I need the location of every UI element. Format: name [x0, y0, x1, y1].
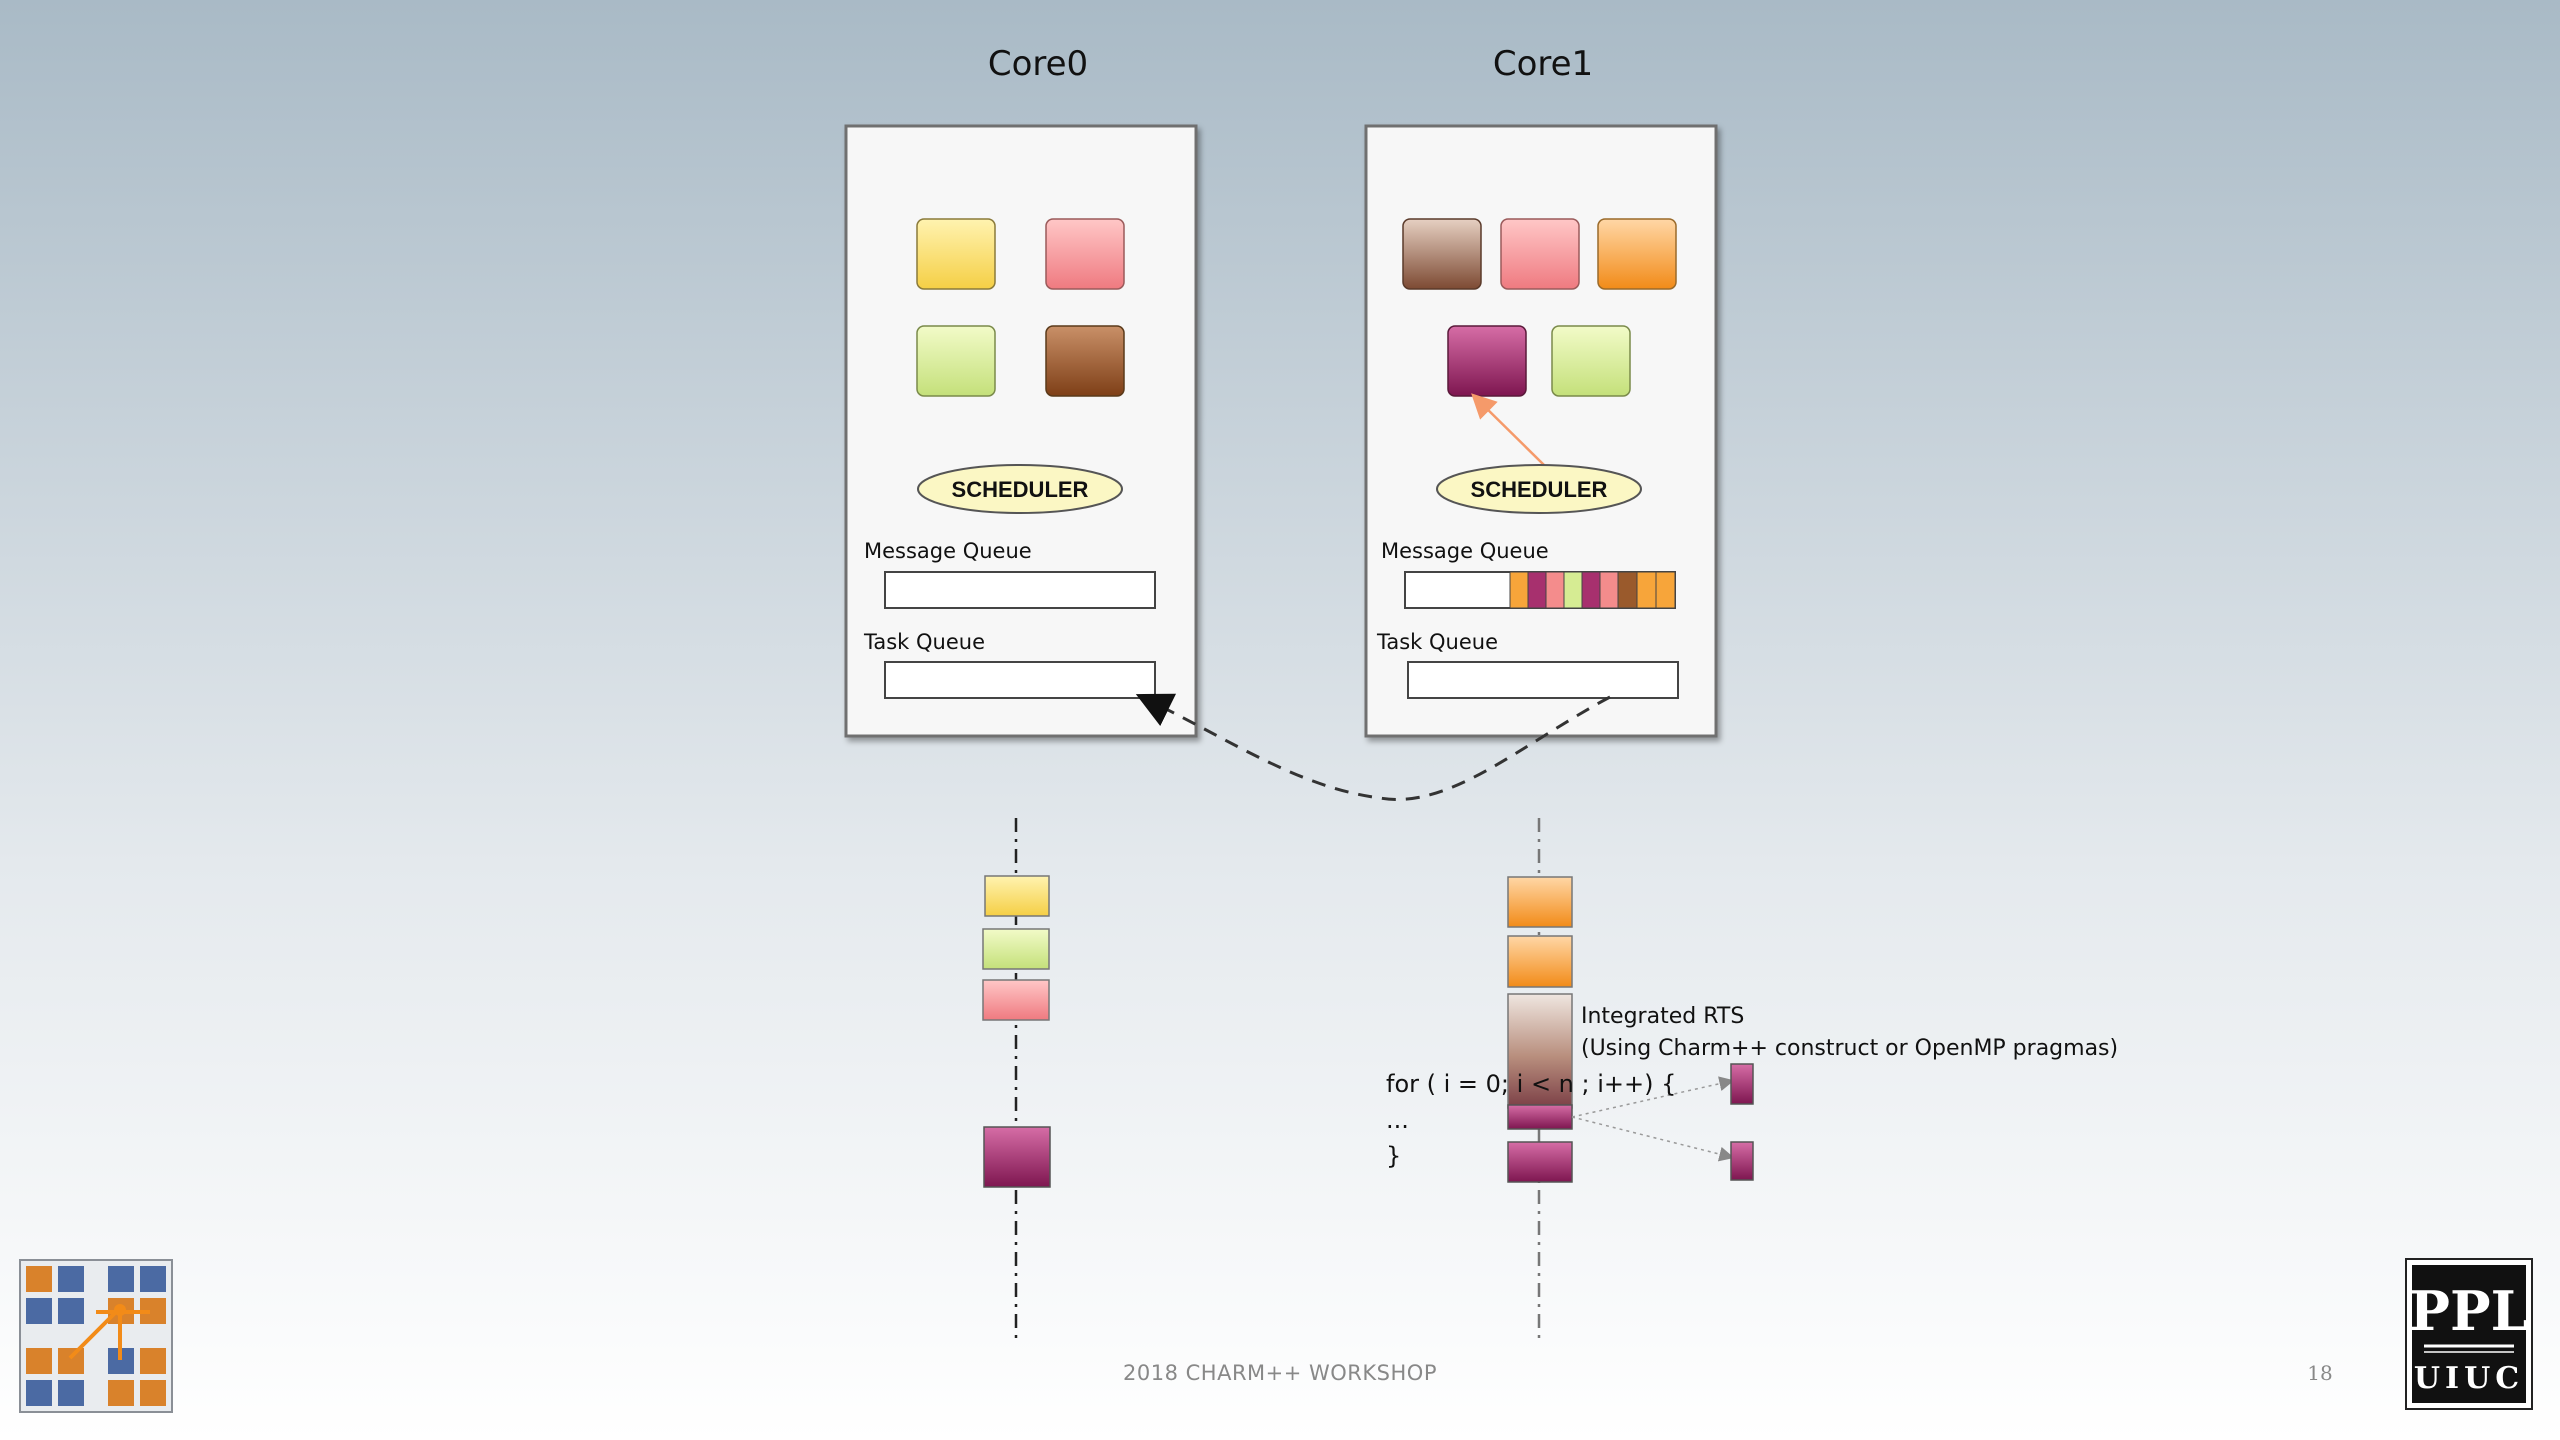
chare-pink	[1045, 218, 1125, 290]
scheduler-ellipse	[1436, 464, 1642, 514]
task-steal-arrow	[1135, 693, 1611, 801]
timeline-task-brown	[1507, 993, 1573, 1109]
charm-logo	[19, 1259, 173, 1413]
message-queue	[884, 571, 1156, 609]
ppl-logo-body	[2412, 1265, 2526, 1403]
scheduler-label: SCHEDULER	[952, 477, 1089, 502]
logo-cell	[108, 1380, 134, 1406]
subtask-magenta	[1730, 1063, 1754, 1105]
core1-panel: SCHEDULER Message Queue Task Queue	[1364, 124, 1718, 738]
core0-panel: SCHEDULER Message Queue Task Queue	[844, 124, 1198, 738]
logo-cell	[26, 1266, 52, 1292]
queued-message	[1617, 571, 1638, 609]
core0-box	[844, 124, 1198, 738]
timeline-task-magenta	[983, 1126, 1051, 1188]
timeline-task-pink	[982, 979, 1050, 1021]
logo-cell	[58, 1348, 84, 1374]
ppl-logo-bottom: UIUC	[2414, 1361, 2524, 1396]
logo-cell	[140, 1348, 166, 1374]
code-line-2: ...	[1386, 1106, 1409, 1134]
logo-cell	[108, 1266, 134, 1292]
logo-cell	[58, 1298, 84, 1324]
chare-yellow	[916, 218, 996, 290]
queued-message	[1527, 571, 1547, 609]
charm-logo-quadrant	[26, 1266, 84, 1324]
message-queue-label: Message Queue	[1381, 539, 1549, 563]
task-queue-label: Task Queue	[863, 630, 985, 654]
queued-messages	[1509, 571, 1676, 609]
scheduler-ellipse	[917, 464, 1123, 514]
core1-title: Core1	[1493, 44, 1593, 84]
timeline-task-lime	[982, 928, 1050, 970]
chare-brown	[1402, 218, 1482, 290]
ppl-uiuc-logo: PPL UIUC	[2405, 1258, 2533, 1410]
logo-cell	[140, 1266, 166, 1292]
code-line-1: for ( i = 0; i < n ; i++) {	[1386, 1070, 1676, 1098]
charm-logo-quadrant	[108, 1348, 166, 1406]
queued-message	[1599, 571, 1619, 609]
page-number: 18	[2307, 1361, 2332, 1385]
task-queue-label: Task Queue	[1376, 630, 1498, 654]
ppl-logo-top: PPL	[2409, 1279, 2528, 1343]
queued-message	[1563, 571, 1583, 609]
chare-orange	[1597, 218, 1677, 290]
logo-cell	[26, 1298, 52, 1324]
timeline-task-orange	[1507, 876, 1573, 928]
scheduler-label: SCHEDULER	[1471, 477, 1608, 502]
footer-workshop: 2018 CHARM++ WORKSHOP	[1123, 1361, 1437, 1385]
logo-cell	[58, 1266, 84, 1292]
chare-brown	[1045, 325, 1125, 397]
queued-message	[1636, 571, 1657, 609]
logo-hub	[114, 1304, 126, 1316]
queued-message	[1509, 571, 1529, 609]
logo-cell	[26, 1380, 52, 1406]
code-line-3: }	[1386, 1142, 1401, 1170]
logo-cell	[140, 1380, 166, 1406]
queued-message	[1581, 571, 1601, 609]
task-queue	[884, 661, 1156, 699]
scheduler-arrow	[1471, 393, 1545, 466]
chare-pink	[1500, 218, 1580, 290]
spawn-arrow	[1571, 1076, 1735, 1118]
timeline-task-yellow	[984, 875, 1050, 917]
chare-lime	[916, 325, 996, 397]
subtask-magenta	[1730, 1141, 1754, 1181]
annotation-title: Integrated RTS	[1581, 1004, 1744, 1029]
task-queue	[1407, 661, 1679, 699]
timeline-task-magenta-small	[1507, 1104, 1573, 1130]
timeline-task-orange	[1507, 935, 1573, 988]
timeline-task-magenta	[1507, 1141, 1573, 1183]
annotation-subtitle: (Using Charm++ construct or OpenMP pragm…	[1581, 1036, 2118, 1061]
message-queue-label: Message Queue	[864, 539, 1032, 563]
charm-logo-quadrant	[26, 1348, 84, 1406]
logo-cell	[26, 1348, 52, 1374]
chare-lime	[1551, 325, 1631, 397]
queued-message	[1545, 571, 1565, 609]
core0-title: Core0	[988, 44, 1088, 84]
logo-cell	[58, 1380, 84, 1406]
spawn-arrow	[1571, 1116, 1735, 1162]
chare-magenta	[1447, 325, 1527, 397]
queued-message	[1655, 571, 1676, 609]
